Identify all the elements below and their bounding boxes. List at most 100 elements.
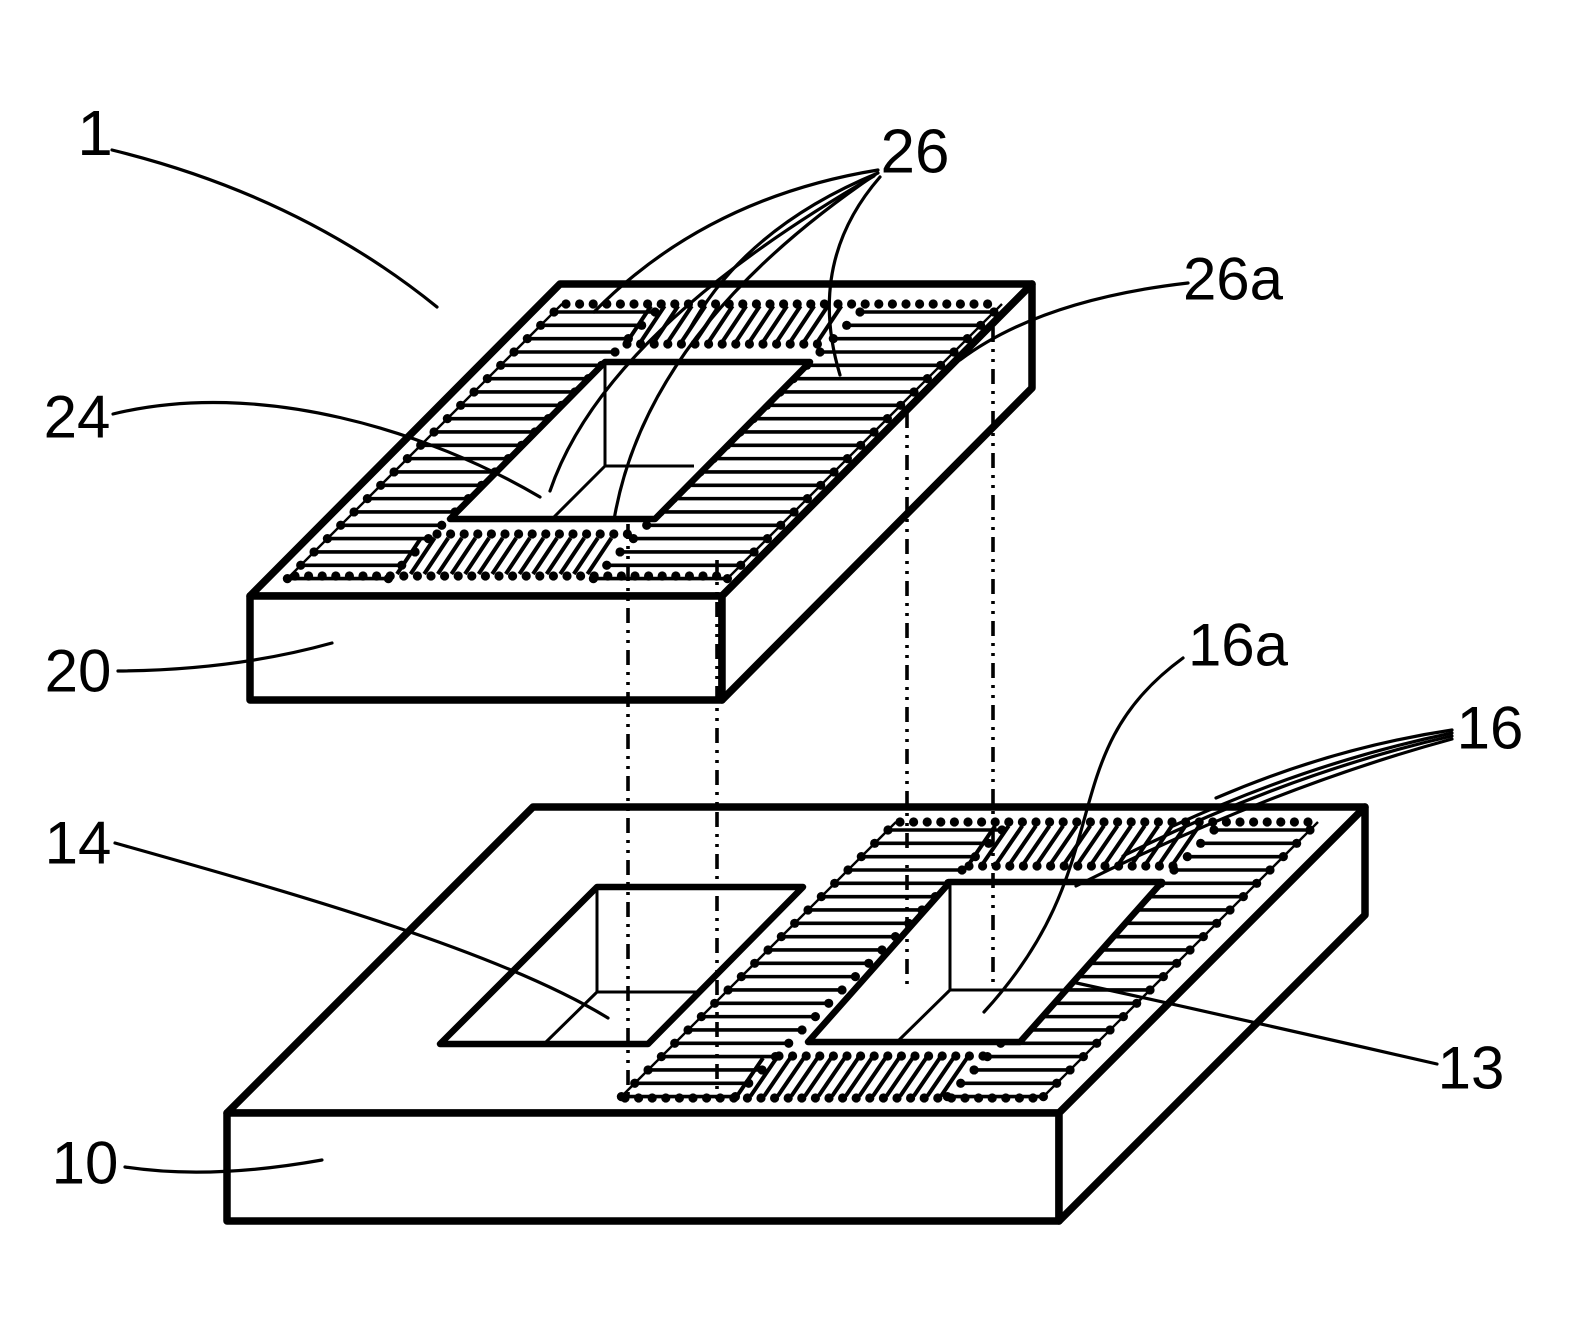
lower-electrode-ring-16-via [1252, 878, 1262, 888]
lower-electrode-ring-16-via [710, 998, 720, 1008]
lower-right-hole-13-inner-edge [896, 988, 952, 1043]
upper-electrode-ring-26-via [789, 507, 799, 517]
lower-electrode-ring-16-via [851, 1093, 861, 1103]
ref-label-10: 10 [52, 1130, 119, 1197]
lower-electrode-ring-16-hatch [1116, 824, 1147, 866]
lower-electrode-ring-16-via [1058, 817, 1068, 827]
lower-electrode-ring-16-via [974, 1093, 984, 1103]
upper-substrate-right-face [718, 280, 1036, 704]
ref-label-14: 14 [45, 810, 112, 877]
lower-electrode-ring-16-via [1145, 985, 1155, 995]
lower-electrode-ring-16-via [1225, 905, 1235, 915]
upper-electrode-ring-26-via [901, 299, 911, 309]
upper-electrode-ring-26-hatch [638, 304, 667, 344]
lower-electrode-ring-16-via [756, 1093, 766, 1103]
upper-electrode-ring-26-via [684, 571, 695, 581]
upper-electrode-ring-26-via [792, 299, 802, 309]
upper-electrode-ring-26-via [602, 560, 612, 570]
upper-electrode-ring-26-hatch [463, 536, 491, 576]
lower-electrode-ring-16-via [949, 817, 960, 827]
lower-electrode-ring-16-via [1001, 1093, 1011, 1103]
lower-electrode-ring-16-via [674, 1093, 685, 1103]
lower-electrode-ring-16-via [750, 958, 760, 968]
upper-electrode-ring-26-via [922, 374, 932, 384]
upper-electrode-ring-26-via [751, 299, 762, 309]
lower-electrode-ring-16-via [723, 985, 733, 995]
upper-electrode-ring-26-via [500, 529, 510, 539]
lower-electrode-ring-16-via [783, 1093, 793, 1103]
lower-electrode-ring-16-via [1038, 1092, 1048, 1102]
upper-electrode-ring-26-hatch [395, 536, 423, 576]
leader-13 [1070, 980, 1439, 1066]
ref-label-16: 16 [1457, 695, 1524, 762]
upper-electrode-ring-26-via [722, 574, 733, 584]
lower-electrode-ring-16-via [1092, 1038, 1102, 1048]
leader-16a [982, 656, 1185, 1014]
upper-electrode-ring-26-via [955, 299, 966, 309]
upper-electrode-ring-26-via [698, 571, 708, 581]
lower-electrode-ring-16-via [937, 1051, 947, 1061]
upper-electrode-ring-26-via [482, 374, 492, 384]
lower-electrode-ring-16-hatch [830, 1056, 860, 1098]
lower-right-hole-13 [804, 878, 1166, 1046]
upper-electrode-ring-26-hatch [585, 536, 614, 576]
upper-electrode-ring-26-via [882, 414, 892, 424]
upper-electrode-ring-26-via [772, 339, 782, 349]
upper-electrode-ring-26-hatch [761, 304, 789, 344]
lower-electrode-ring-16-via [865, 1093, 875, 1103]
upper-electrode-ring-26-via [749, 547, 759, 557]
upper-electrode-ring-26-via [676, 339, 687, 349]
ref-label-26: 26 [881, 118, 950, 187]
lower-electrode-ring-16-via [656, 1052, 666, 1062]
upper-electrode-ring-26-via [412, 571, 422, 581]
upper-electrode-ring-26-via [296, 560, 306, 570]
upper-electrode-ring-26-hatch [788, 304, 816, 344]
upper-electrode-ring-26-via [349, 507, 359, 517]
lower-electrode-ring-16-hatch [1171, 824, 1201, 866]
upper-electrode-ring-26-hatch [544, 536, 573, 576]
lower-electrode-ring-16-via [647, 1093, 657, 1103]
lower-electrode-ring-16-via [643, 1065, 653, 1075]
leader-26 [827, 175, 882, 377]
upper-electrode-ring-26-via [896, 400, 906, 410]
lower-electrode-ring-16-via [1172, 958, 1182, 968]
upper-electrode-ring-26-hatch [625, 304, 653, 344]
upper-electrode-ring-26-via [535, 571, 545, 581]
upper-electrode-ring-26-via [331, 571, 341, 581]
lower-electrode-ring-16-via [1126, 817, 1136, 827]
upper-electrode-ring-26-via [322, 534, 332, 544]
lower-electrode-ring-16-via [1005, 861, 1015, 871]
lower-electrode-ring-16-via [1276, 817, 1286, 827]
upper-electrode-ring-26-via [615, 547, 625, 557]
leader-26a [958, 281, 1190, 362]
lower-electrode-ring-16-via [702, 1093, 712, 1103]
upper-electrode-ring-26-via [622, 339, 632, 349]
lower-electrode-ring-16-via [933, 1093, 943, 1103]
upper-electrode-ring-26-hatch [436, 536, 464, 576]
upper-electrode-ring-26-via [670, 299, 680, 309]
lower-electrode-ring-16-via [1065, 1065, 1075, 1075]
lower-electrode-ring-16-via [838, 1093, 848, 1103]
leader-10 [123, 1158, 324, 1174]
upper-electrode-ring-26-via [629, 299, 639, 309]
lower-electrode-ring-16-via [878, 1093, 889, 1103]
upper-electrode-ring-26-via [389, 467, 399, 477]
lower-electrode-ring-16-hatch [1048, 824, 1079, 866]
lower-electrode-ring-16-via [1158, 972, 1168, 982]
lower-electrode-ring-16-via [960, 1093, 970, 1103]
lower-electrode-ring-16-via [1072, 817, 1082, 827]
lower-electrode-ring-16-via [1153, 817, 1163, 827]
upper-electrode-ring-26-via [829, 467, 839, 477]
lower-electrode-ring-16-via [788, 1051, 798, 1061]
lower-electrode-ring-16-via [1132, 998, 1142, 1008]
upper-electrode-ring-26-via [469, 387, 479, 397]
upper-electrode-ring-26-via [785, 339, 795, 349]
leader-16 [1121, 734, 1454, 858]
ref-label-26a: 26a [1183, 246, 1284, 313]
lower-electrode-ring-16-via [909, 817, 919, 827]
lower-electrode-ring-16-via [797, 1025, 807, 1035]
lower-electrode-ring-16-via [1032, 861, 1042, 871]
lower-electrode-ring-16-via [978, 861, 988, 871]
upper-electrode-ring-26-via [562, 571, 572, 581]
